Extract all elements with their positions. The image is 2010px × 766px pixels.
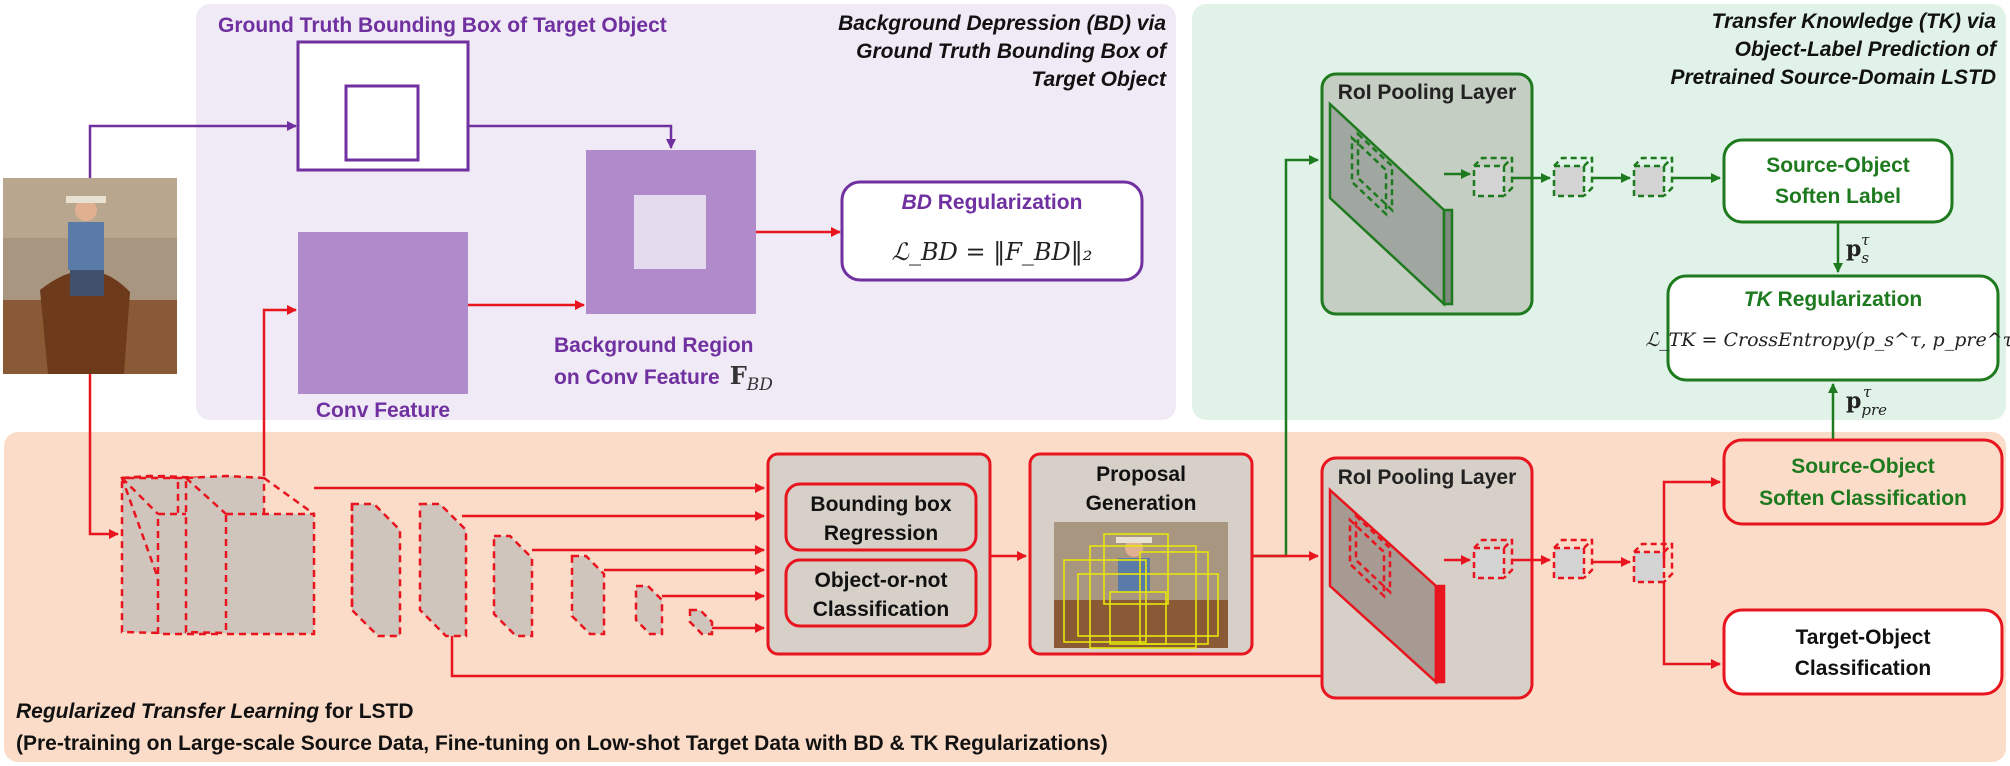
svg-text:Target Object: Target Object <box>1031 68 1167 91</box>
tk-fc-arrows <box>1444 169 1721 183</box>
tk-regularization-title: TK Regularization <box>1744 288 1923 311</box>
soften-cls-line2: Soften Classification <box>1759 487 1967 510</box>
conv-feature-label: Conv Feature <box>316 399 450 422</box>
svg-text:Ground Truth Bounding Box of: Ground Truth Bounding Box of <box>856 40 1168 63</box>
ps-tau-label: psτ <box>1846 231 1870 267</box>
object-or-not-line2: Classification <box>813 598 950 621</box>
bd-regularization-box <box>840 180 1144 282</box>
background-region-label: Background Region <box>554 334 754 357</box>
gt-box-title: Ground Truth Bounding Box of Target Obje… <box>218 14 667 37</box>
bbox-regression-box <box>784 482 978 552</box>
svg-text:Transfer Knowledge (TK) via: Transfer Knowledge (TK) via <box>1712 10 1997 33</box>
bbox-regression-line2: Regression <box>824 522 938 545</box>
proposal-image <box>1054 522 1228 649</box>
input-image <box>3 178 177 374</box>
gt-to-bg-region-arrow <box>468 124 676 149</box>
rtl-fc-arrows <box>1444 477 1721 669</box>
gt-bounding-box-figure <box>296 40 470 172</box>
tk-fc-cubes <box>1472 156 1674 198</box>
tk-regularization-box <box>1666 274 2000 382</box>
tk-heading: Transfer Knowledge (TK) via Object-Label… <box>1670 10 1998 89</box>
svg-text:Pretrained Source-Domain LSTD: Pretrained Source-Domain LSTD <box>1670 66 1996 89</box>
svg-text:Object-Label Prediction of: Object-Label Prediction of <box>1735 38 1998 61</box>
tk-roi-pooling-label: RoI Pooling Layer <box>1338 81 1517 104</box>
bbox-regression-line1: Bounding box <box>810 493 951 516</box>
svg-text:Background Depression (BD) via: Background Depression (BD) via <box>838 12 1166 35</box>
object-or-not-box <box>784 558 978 628</box>
target-cls-line1: Target-Object <box>1796 626 1931 649</box>
rtl-footer-line2: (Pre-training on Large-scale Source Data… <box>16 732 1108 755</box>
target-object-classification-box <box>1722 608 2004 696</box>
soften-cls-line1: Source-Object <box>1791 455 1935 478</box>
object-or-not-line1: Object-or-not <box>815 569 948 592</box>
bd-formula: ℒ_BD = ‖F_BD‖₂ <box>892 238 1093 267</box>
image-to-gt-arrow <box>88 121 297 178</box>
proposal-line1: Proposal <box>1096 463 1186 486</box>
background-region-feature <box>586 150 756 314</box>
proposal-line2: Generation <box>1086 492 1197 515</box>
rtl-fc-cubes <box>1472 538 1674 584</box>
rtl-roi-pooling-label: RoI Pooling Layer <box>1338 466 1517 489</box>
target-cls-line2: Classification <box>1795 657 1932 680</box>
bd-regularization-title: BD Regularization <box>902 191 1083 214</box>
soften-label-line2: Soften Label <box>1775 185 1901 208</box>
conv-feature-square <box>298 232 468 394</box>
rtl-roi-feature-slab <box>1328 487 1446 685</box>
source-object-soften-label-box <box>1722 138 1954 224</box>
backbone-feature-maps <box>120 474 714 638</box>
soften-label-line1: Source-Object <box>1766 154 1910 177</box>
backbone-to-conv-arrow <box>262 305 297 476</box>
tk-roi-feature-slab <box>1328 101 1454 307</box>
ppre-tau-label: ppreτ <box>1846 383 1887 419</box>
bd-heading: Background Depression (BD) via Ground Tr… <box>838 12 1168 91</box>
source-object-soften-classification-box <box>1722 438 2004 526</box>
tk-formula: ℒ_TK = CrossEntropy(p_s^τ, p_pre^τ) <box>1645 329 2010 351</box>
rtl-footer-line1: Regularized Transfer Learning for LSTD <box>16 700 414 723</box>
